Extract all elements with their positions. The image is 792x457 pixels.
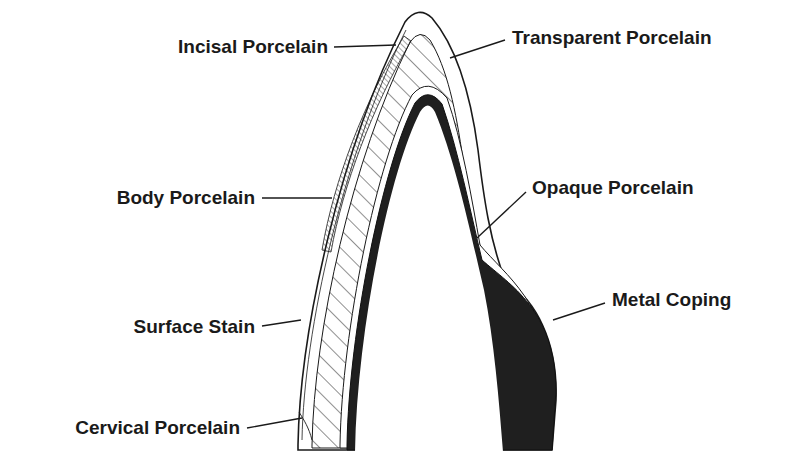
part-label: Metal Coping [612,289,731,311]
leader-line [334,45,396,47]
leader-line [262,197,332,198]
tooth-preparation [355,106,503,453]
leader-line [553,303,605,320]
part-label: Incisal Porcelain [178,36,328,58]
leader-line [247,418,302,428]
leader-line [477,192,526,238]
part-label: Opaque Porcelain [532,177,694,199]
cervical-porcelain-boundary [299,412,312,440]
part-label: Cervical Porcelain [75,417,240,439]
leader-lines [247,40,605,428]
part-label: Surface Stain [134,316,255,338]
part-label: Transparent Porcelain [512,27,712,49]
part-label: Body Porcelain [117,187,255,209]
leader-line [262,320,301,326]
leader-line [450,40,505,58]
